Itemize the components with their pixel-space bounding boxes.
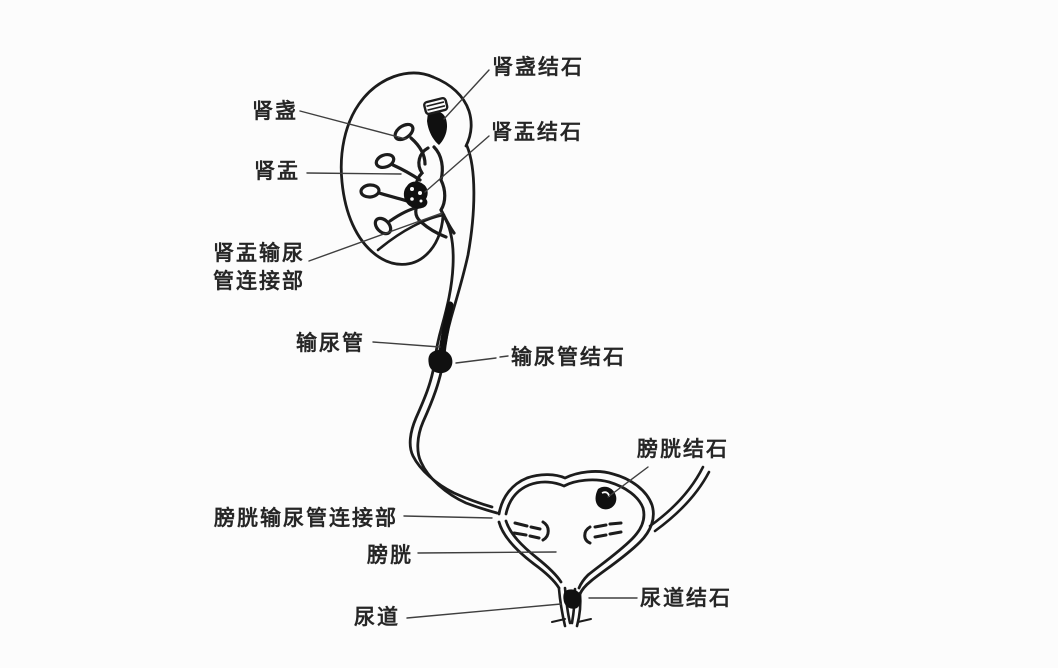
pelvis-stone [403, 181, 428, 209]
calyx-stone [423, 96, 449, 145]
label-ureter-stone: 输尿管结石 [511, 346, 626, 369]
label-bladder: 膀胱 [367, 544, 413, 567]
label-renal-pelvis-stone: 肾盂结石 [491, 121, 583, 144]
bladder-stone [595, 486, 617, 510]
label-renal-calyx-stone: 肾盏结石 [492, 56, 584, 79]
label-urethra: 尿道 [354, 606, 400, 629]
label-renal-calyx: 肾盏 [252, 100, 298, 123]
label-bladder-stone: 膀胱结石 [637, 438, 729, 461]
leader-lines [299, 69, 649, 619]
label-urethra-stone: 尿道结石 [640, 587, 732, 610]
right-ureter [648, 465, 711, 533]
ureter-tube [408, 144, 499, 515]
label-renal-pelvis: 肾盂 [254, 160, 300, 183]
intramural-dashes [512, 520, 623, 545]
bladder-wall [497, 470, 655, 596]
kidney-outline [339, 71, 473, 266]
ureter-stone [428, 301, 454, 374]
label-ureter: 输尿管 [296, 332, 365, 355]
label-ureteropelvic-junction: 肾盂输尿 管连接部 [213, 242, 305, 293]
label-vesicoureteral-junction: 膀胱输尿管连接部 [214, 507, 398, 530]
urethra-stone [563, 589, 581, 609]
